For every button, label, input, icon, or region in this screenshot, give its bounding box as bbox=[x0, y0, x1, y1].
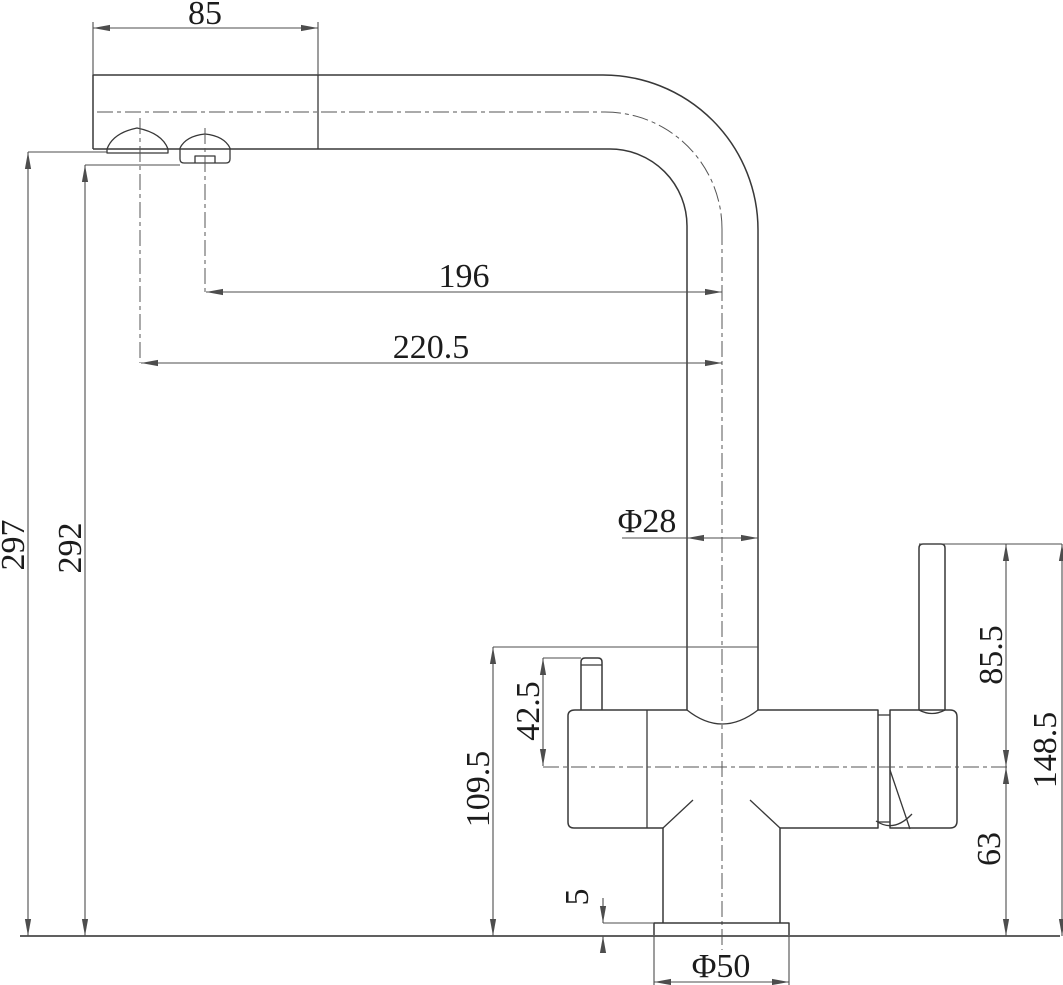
dim-label-reach-196: 196 bbox=[439, 258, 490, 295]
handle-cap-outline bbox=[889, 709, 958, 829]
dim-label-height-292: 292 bbox=[52, 523, 89, 574]
neck-chamfer-right bbox=[749, 799, 781, 829]
pipe-bottom-curve bbox=[686, 709, 759, 725]
dim-label-lever-42: 42.5 bbox=[510, 681, 547, 741]
lever-tilt-line bbox=[889, 769, 911, 830]
body-outline bbox=[567, 709, 879, 829]
dim-label-spout-head: 85 bbox=[188, 0, 222, 32]
dim-label-handle-85: 85.5 bbox=[973, 625, 1010, 685]
dim-label-height-297: 297 bbox=[0, 520, 32, 571]
handle-rod-base-curve bbox=[918, 709, 946, 715]
spout-outline bbox=[92, 74, 759, 710]
spout-bend-centerline bbox=[604, 111, 723, 230]
aerator-base bbox=[106, 149, 169, 154]
dim-label-base-dia: Φ50 bbox=[692, 948, 751, 985]
dim-label-reach-220: 220.5 bbox=[393, 329, 470, 366]
filter-lever bbox=[580, 657, 603, 710]
dim-label-handle-148: 148.5 bbox=[1027, 712, 1063, 789]
lever-swing-arc bbox=[875, 813, 913, 827]
base-flange bbox=[653, 922, 790, 935]
dim-label-axis-63: 63 bbox=[971, 832, 1008, 866]
neck-chamfer-left bbox=[662, 799, 694, 829]
dim-label-plate-5: 5 bbox=[559, 889, 596, 906]
dim-label-tube-dia: Φ28 bbox=[618, 503, 677, 540]
aerator-dome bbox=[106, 127, 169, 150]
handle-rod bbox=[918, 543, 946, 710]
dim-label-joint-109: 109.5 bbox=[460, 751, 497, 828]
